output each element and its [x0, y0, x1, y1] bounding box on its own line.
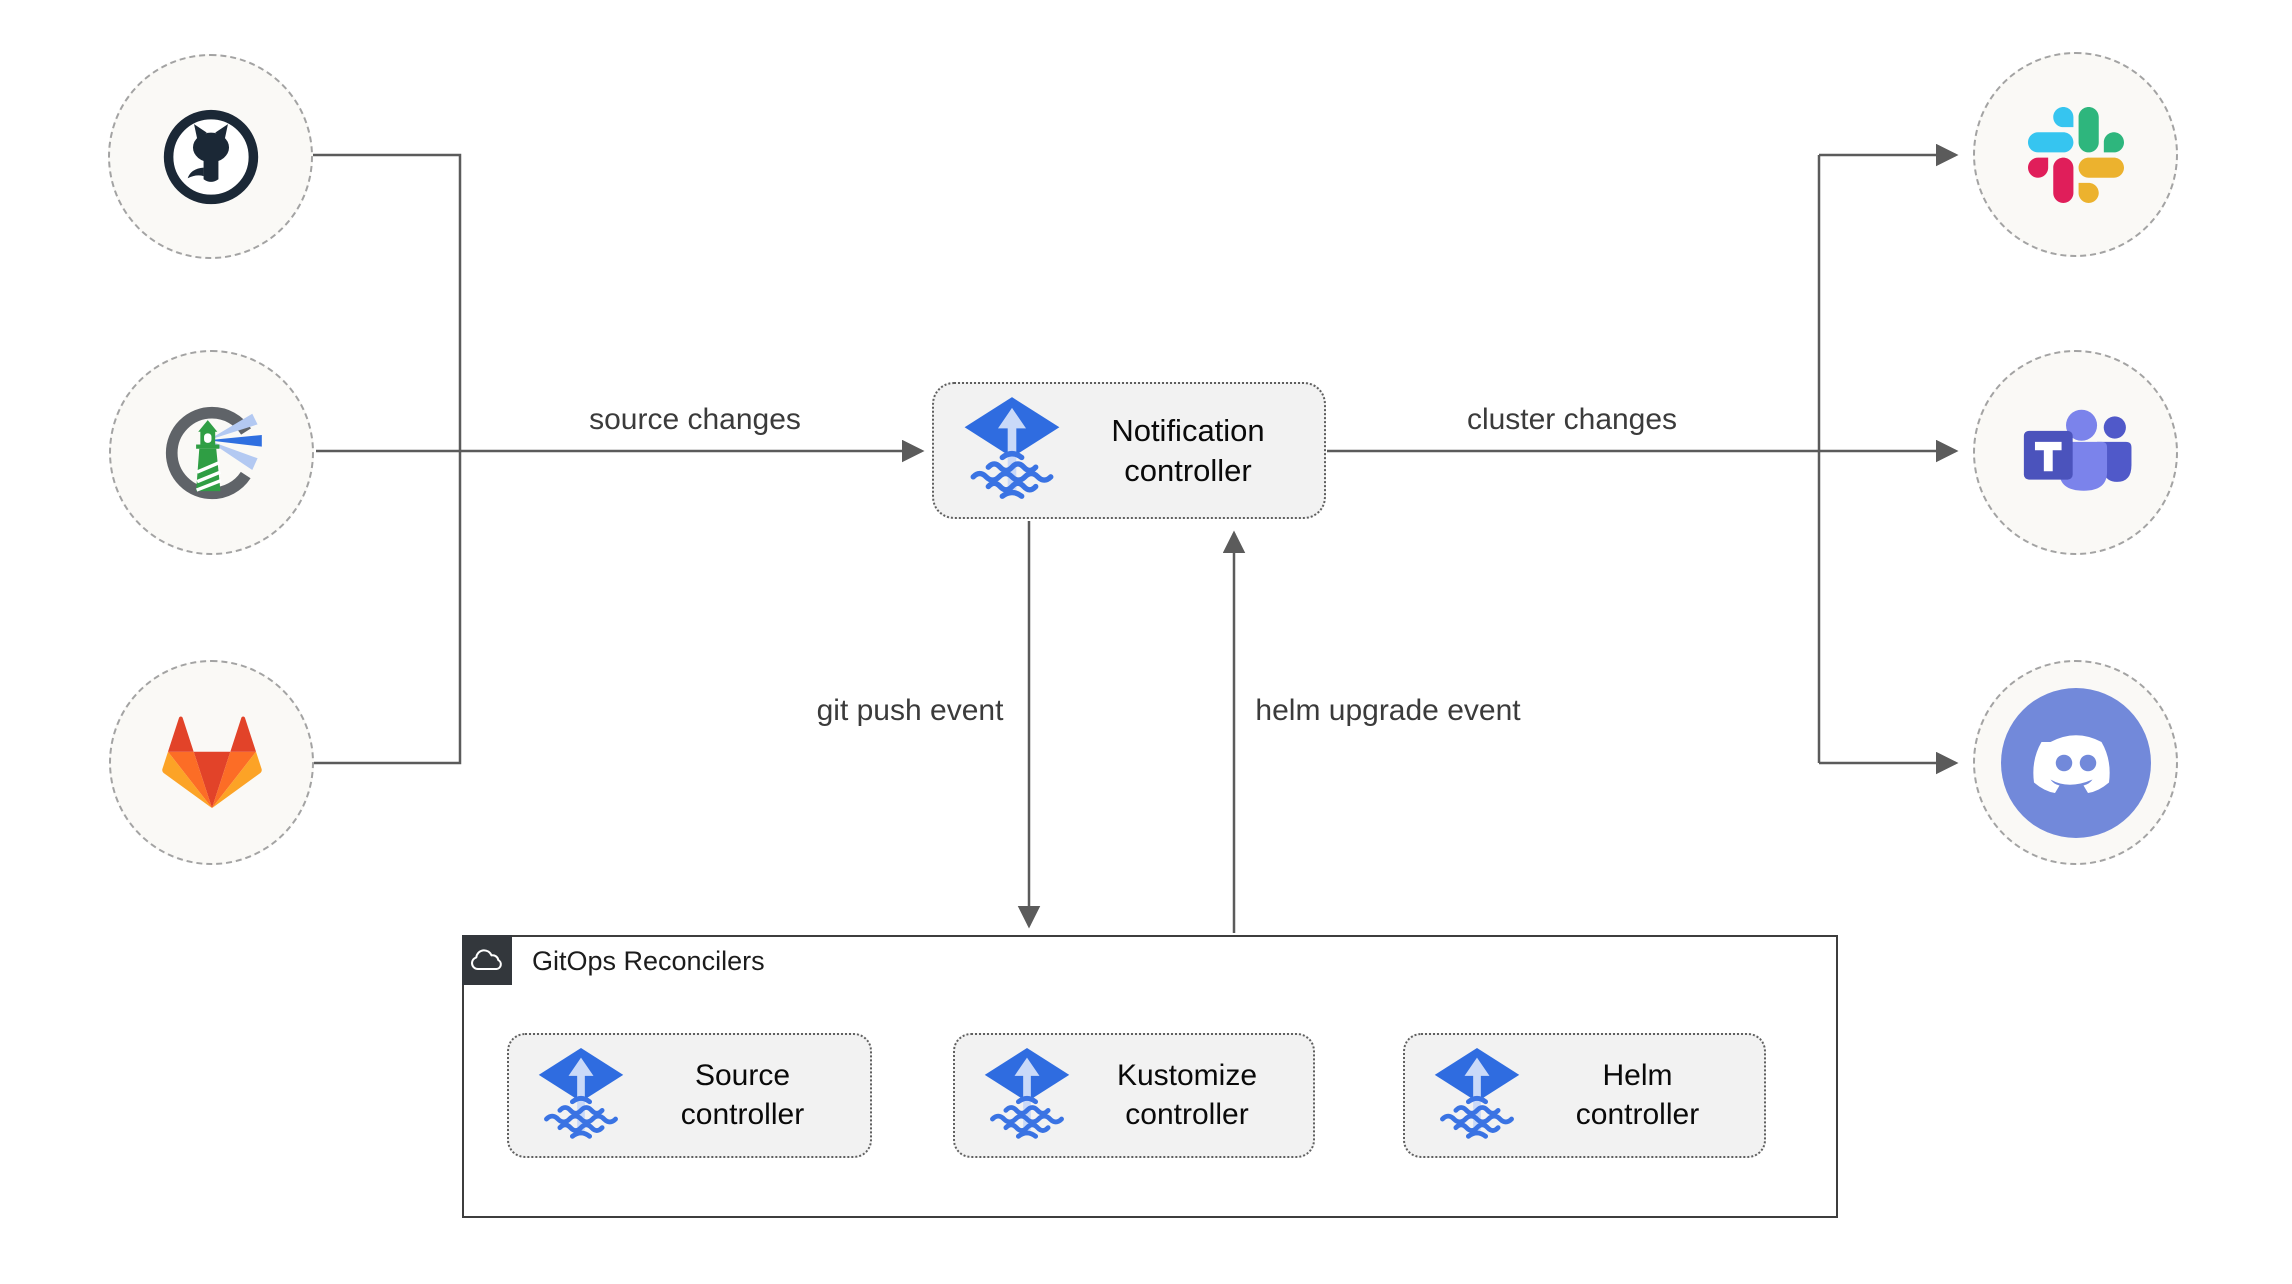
gitops-reconcilers-title: GitOps Reconcilers: [532, 946, 765, 976]
teams-node: [1973, 350, 2178, 555]
flux-logo-icon: [979, 1046, 1075, 1146]
source-controller-node: Source controller: [507, 1033, 872, 1158]
notification-controller-label: Notification controller: [1111, 412, 1265, 488]
kustomize-controller-node: Kustomize controller: [953, 1033, 1315, 1158]
slack-node: [1973, 52, 2178, 257]
flux-logo-icon: [958, 395, 1066, 507]
github-node: [108, 54, 313, 259]
notification-controller-node: Notification controller: [932, 382, 1326, 519]
source-controller-label: Source controller: [680, 1059, 805, 1131]
edge-label-source-changes: source changes: [589, 403, 801, 436]
cloud-badge: [462, 935, 512, 985]
github-icon: [163, 109, 258, 204]
kustomize-controller-label: Kustomize controller: [1116, 1059, 1258, 1131]
helm-controller-node: Helm controller: [1403, 1033, 1766, 1158]
left-junction-line: [313, 153, 462, 765]
edge-label-helm-upgrade-event: helm upgrade event: [1255, 694, 1521, 727]
helm-controller-label: Helm controller: [1575, 1059, 1700, 1131]
flux-logo-icon: [1429, 1046, 1525, 1146]
edge-label-git-push-event: git push event: [816, 694, 1004, 727]
cloud-icon: [471, 949, 502, 971]
harbor-lighthouse-icon: [165, 406, 262, 499]
flux-logo-icon: [533, 1046, 629, 1146]
harbor-node: [109, 350, 314, 555]
gitlab-node: [109, 660, 314, 865]
microsoft-teams-icon: [2023, 409, 2131, 491]
discord-node: [1973, 660, 2178, 865]
discord-icon: [2000, 687, 2151, 838]
slack-icon: [2027, 106, 2124, 203]
edge-label-cluster-changes: cluster changes: [1466, 403, 1678, 436]
gitlab-icon: [161, 715, 262, 808]
